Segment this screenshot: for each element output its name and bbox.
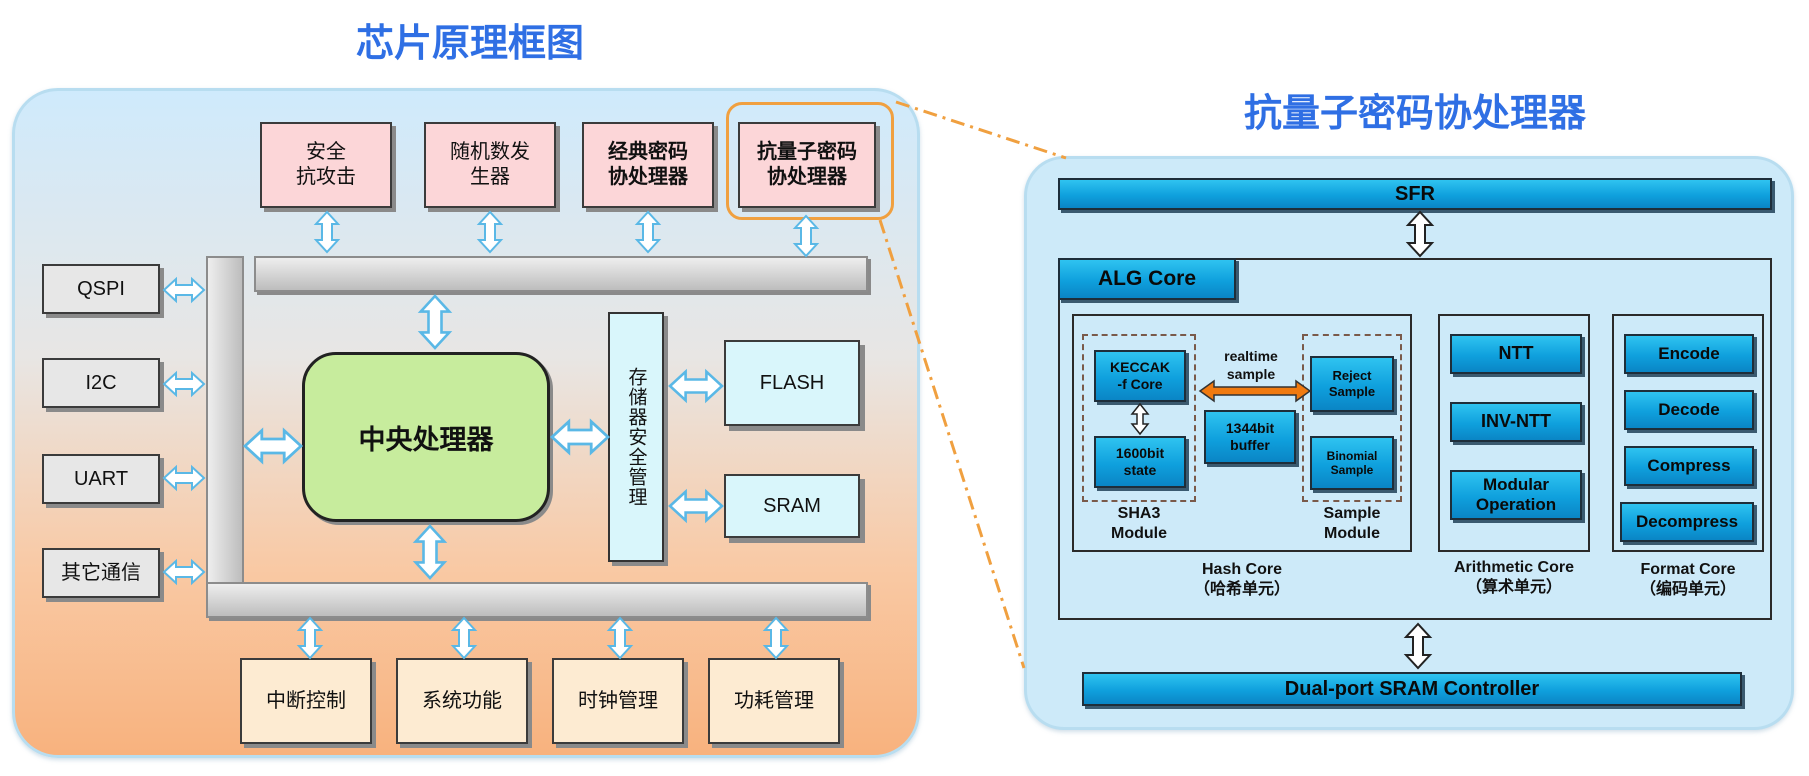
keccak-core-box: KECCAK -f Core bbox=[1094, 350, 1186, 402]
pqc-coprocessor-box: 抗量子密码 协处理器 bbox=[738, 122, 876, 208]
system-function-box: 系统功能 bbox=[396, 658, 528, 744]
arrow-cpu-top-bus bbox=[419, 294, 451, 350]
left-title: 芯片原理框图 bbox=[355, 23, 584, 65]
ntt-box: NTT bbox=[1450, 334, 1582, 374]
interrupt-control-box: 中断控制 bbox=[240, 658, 372, 744]
arrow-cpu-left-bus bbox=[243, 429, 303, 463]
uart-box: UART bbox=[42, 454, 160, 504]
arrow-memory-flash bbox=[668, 370, 724, 402]
hash-core-label: Hash Core （哈希单元） bbox=[1193, 561, 1290, 598]
qspi-box: QSPI bbox=[42, 264, 160, 314]
flash-box: FLASH bbox=[724, 340, 860, 426]
arrow-realtime-sample bbox=[1198, 379, 1312, 403]
arithmetic-core-container bbox=[1438, 314, 1590, 552]
sample-module-frame bbox=[1302, 334, 1402, 502]
pqc-highlight-frame bbox=[726, 102, 894, 220]
sample-module-label: Sample Module bbox=[1323, 505, 1381, 542]
power-management-box: 功耗管理 bbox=[708, 658, 840, 744]
arrow-bus-clock bbox=[608, 617, 632, 659]
system-bus-bottom bbox=[206, 582, 868, 618]
binomial-sample-box: Binomial Sample bbox=[1310, 436, 1394, 490]
i2c-box: I2C bbox=[42, 358, 160, 408]
arrow-qspi-bus bbox=[163, 278, 205, 302]
decompress-box: Decompress bbox=[1620, 502, 1754, 542]
buffer-1344bit-box: 1344bit buffer bbox=[1204, 410, 1296, 464]
modular-operation-box: Modular Operation bbox=[1450, 470, 1582, 520]
leader-line-top bbox=[895, 100, 1067, 160]
arrow-keccak-state bbox=[1130, 402, 1150, 436]
leader-line-bottom bbox=[878, 219, 1026, 669]
arrow-other-comm-bus bbox=[163, 560, 205, 584]
right-title: 抗量子密码协处理器 bbox=[1243, 93, 1586, 135]
arithmetic-core-label: Arithmetic Core （算术单元） bbox=[1453, 559, 1575, 596]
arrow-alg-sram bbox=[1405, 623, 1431, 669]
other-comm-box: 其它通信 bbox=[42, 548, 160, 598]
memory-security-label: 存储器安全管理 bbox=[625, 367, 647, 507]
arrow-bus-power bbox=[764, 617, 788, 659]
reject-sample-box: Reject Sample bbox=[1310, 356, 1394, 412]
decode-box: Decode bbox=[1624, 390, 1754, 430]
arrow-uart-bus bbox=[163, 466, 205, 490]
sha3-module-label: SHA3 Module bbox=[1111, 505, 1167, 542]
classic-crypto-coprocessor-box: 经典密码 协处理器 bbox=[582, 122, 714, 208]
state-1600bit-box: 1600bit state bbox=[1094, 436, 1186, 488]
encode-box: Encode bbox=[1624, 334, 1754, 374]
rng-box: 随机数发 生器 bbox=[424, 122, 556, 208]
arrow-pqc-bus bbox=[794, 215, 818, 257]
hash-core-container bbox=[1072, 314, 1412, 552]
arrow-memory-sram bbox=[668, 490, 724, 522]
arrow-bus-interrupt bbox=[298, 617, 322, 659]
security-anti-attack-box: 安全 抗攻击 bbox=[260, 122, 392, 208]
format-core-label: Format Core （编码单元） bbox=[1639, 561, 1736, 598]
arrow-security-bus bbox=[315, 211, 339, 253]
arrow-i2c-bus bbox=[163, 372, 205, 396]
clock-management-box: 时钟管理 bbox=[552, 658, 684, 744]
realtime-sample-label: realtime sample bbox=[1224, 348, 1278, 382]
sram-box: SRAM bbox=[724, 474, 860, 538]
alg-core-container bbox=[1058, 258, 1772, 620]
arrow-rng-bus bbox=[478, 211, 502, 253]
sfr-bar: SFR bbox=[1058, 178, 1772, 210]
arrow-classic-bus bbox=[636, 211, 660, 253]
arrow-cpu-memory bbox=[550, 420, 610, 454]
system-bus-vertical bbox=[206, 256, 244, 618]
compress-box: Compress bbox=[1624, 446, 1754, 486]
format-core-container bbox=[1612, 314, 1764, 552]
arrow-cpu-bottom-bus bbox=[414, 524, 446, 580]
arrow-bus-system bbox=[452, 617, 476, 659]
cpu-box: 中央处理器 bbox=[302, 352, 550, 522]
sha3-module-frame bbox=[1082, 334, 1196, 502]
dual-port-sram-controller-bar: Dual-port SRAM Controller bbox=[1082, 672, 1742, 706]
arrow-sfr-alg bbox=[1407, 211, 1433, 257]
alg-core-tab: ALG Core bbox=[1058, 258, 1236, 300]
system-bus-top bbox=[254, 256, 868, 292]
inv-ntt-box: INV-NTT bbox=[1450, 402, 1582, 442]
